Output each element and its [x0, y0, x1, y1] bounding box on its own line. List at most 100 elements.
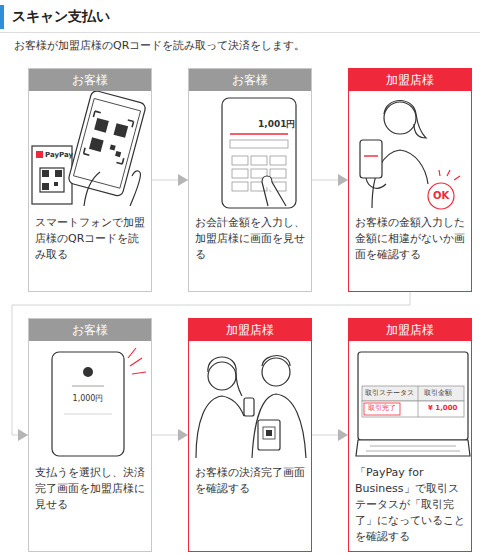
illustration-text: PayPay [45, 151, 73, 159]
flow-arrow [312, 174, 348, 186]
confirm-illustration-part [252, 394, 306, 458]
check-illustration-part [384, 102, 416, 134]
complete-illustration [52, 348, 146, 456]
illustration-text: 1,001円 [258, 119, 295, 130]
check-illustration-part [360, 140, 382, 178]
confirm-illustration-part [208, 357, 242, 396]
arrow-head [338, 174, 348, 186]
confirm-illustration-part [244, 398, 254, 416]
input-illustration-part [230, 140, 288, 148]
illustration-text: 1,000円 [73, 394, 104, 404]
step-panel: 加盟店様お客様の決済完了画面を確認する [188, 318, 312, 552]
illustration-text: 取引完了 [368, 404, 396, 412]
illustration-text: ¥ 1,000 [428, 404, 457, 412]
confirm-illustration-part [258, 420, 280, 450]
check-illustration [360, 101, 460, 210]
input-illustration [222, 98, 296, 208]
input-illustration-part [232, 156, 286, 191]
input-illustration-part-part [251, 156, 267, 165]
laptop-illustration-part [362, 401, 464, 417]
scan-illustration-part-part [89, 137, 104, 152]
arrow-head [18, 429, 28, 441]
title-decoration-part [0, 32, 480, 33]
scan-illustration-part [55, 170, 62, 177]
scan-illustration-part [84, 171, 140, 206]
laptop-illustration [356, 352, 470, 456]
scan-illustration-part [42, 170, 49, 177]
laptop-illustration-part [358, 352, 468, 440]
step-description: お客様の金額入力した金額に相違がないか画面を確認する [355, 215, 465, 263]
input-illustration-part-part [270, 169, 286, 178]
input-illustration-part [262, 176, 286, 206]
actor-header: お客様 [29, 319, 151, 341]
step-description: 支払うを選択し、決済完了画面を加盟店様に見せる [35, 465, 145, 513]
subtitle-text: お客様が加盟店様のQRコードを読み取って決済をします。 [14, 39, 305, 52]
input-illustration-part [230, 133, 288, 135]
scan-illustration-part [54, 182, 58, 186]
scan-illustration-part [42, 183, 49, 190]
flow-arrow [312, 429, 348, 441]
laptop-illustration-part [364, 403, 400, 415]
step-panel: 加盟店様お客様の金額入力した金額に相違がないか画面を確認する [348, 68, 472, 292]
complete-illustration-part [72, 385, 104, 386]
step-panel: お客様支払うを選択し、決済完了画面を加盟店様に見せる [28, 318, 152, 552]
scan-illustration-part-part [73, 98, 140, 188]
flow-arrow [152, 174, 188, 186]
illustration-text: 取引ステータス [365, 389, 414, 397]
complete-illustration-part [52, 352, 124, 456]
complete-illustration-part [64, 414, 112, 415]
scan-illustration-part-part [68, 90, 147, 197]
step-description: 「PayPay for Business」で取引ステータスが「取引完了」になって… [355, 465, 465, 545]
confirm-illustration-part [266, 430, 272, 436]
step-description: お会計金額を入力し、加盟店様に画面を見せる [195, 215, 305, 263]
scan-illustration [32, 90, 147, 206]
laptop-illustration-part [356, 440, 470, 456]
actor-header: お客様 [189, 69, 311, 91]
scan-illustration-part-part [115, 151, 121, 157]
step-panel: お客様スマートフォンで加盟店様のQRコードを読み取る [28, 68, 152, 292]
scan-illustration-part-part [84, 111, 134, 164]
check-illustration-part [428, 183, 454, 209]
step-description: お客様の決済完了画面を確認する [195, 465, 305, 497]
title-decoration [0, 5, 480, 33]
arrow-head [338, 429, 348, 441]
confirm-illustration-part [196, 396, 244, 458]
check-illustration-part [384, 101, 426, 139]
laptop-illustration-part [366, 446, 460, 451]
step-panel: 加盟店様「PayPay for Business」で取引ステータスが「取引完了」… [348, 318, 472, 552]
input-illustration-part [222, 98, 296, 208]
scan-illustration-part [40, 168, 64, 192]
scan-illustration-part [68, 90, 147, 197]
check-illustration-part [439, 170, 460, 180]
input-illustration-part-part [270, 156, 286, 165]
scan-illustration-part-part [113, 123, 128, 138]
laptop-illustration-part [362, 386, 464, 401]
arrow-head [178, 174, 188, 186]
actor-header: お客様 [29, 69, 151, 91]
flow-arrow [152, 429, 188, 441]
illustration-text: 取引金額 [424, 389, 452, 397]
check-illustration-part [364, 155, 378, 156]
check-illustration-part [366, 178, 386, 188]
title-decoration-part [0, 5, 4, 29]
complete-illustration-part [128, 348, 146, 374]
actor-header: 加盟店様 [189, 319, 311, 341]
diagram-title: スキャン支払い [12, 5, 110, 27]
flow-line [12, 292, 410, 435]
scan-illustration-part [36, 151, 43, 158]
step-description: スマートフォンで加盟店様のQRコードを読み取る [35, 215, 145, 263]
scan-illustration-part-part [110, 144, 116, 150]
flow-arrow [12, 292, 410, 441]
scan-illustration-part-part [94, 118, 109, 133]
input-illustration-part-part [232, 182, 248, 191]
complete-illustration-part [83, 367, 93, 377]
input-illustration-part-part [232, 169, 248, 178]
confirm-illustration-part [262, 358, 290, 386]
actor-header: 加盟店様 [349, 69, 471, 91]
confirm-illustration-part [262, 356, 290, 367]
arrow-head [178, 429, 188, 441]
step-panel: お客様お会計金額を入力し、加盟店様に画面を見せる [188, 68, 312, 292]
confirm-illustration-part [208, 362, 236, 390]
confirm-illustration-part [263, 427, 275, 439]
